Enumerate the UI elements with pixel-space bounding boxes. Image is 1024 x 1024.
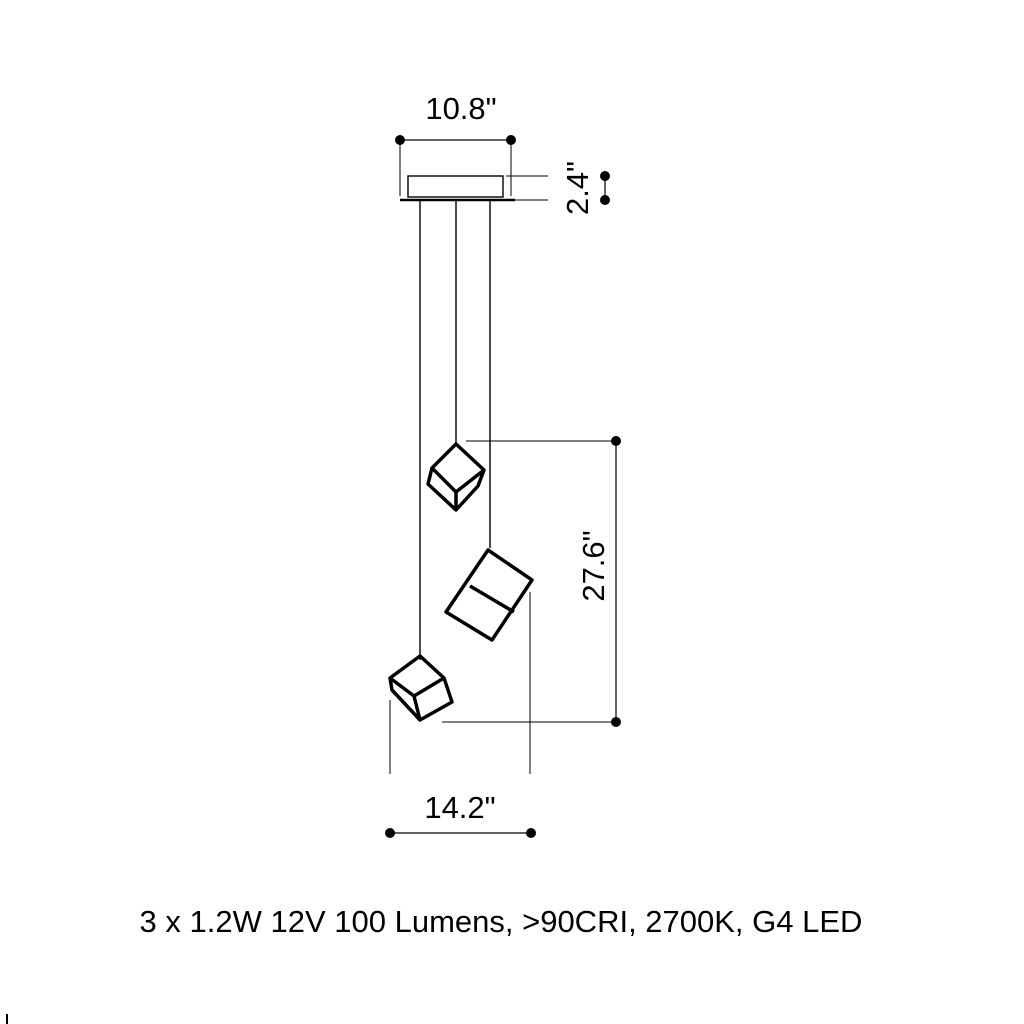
spread-width-label: 14.2": [424, 790, 495, 825]
spec-line: 3 x 1.2W 12V 100 Lumens, >90CRI, 2700K, …: [140, 904, 863, 939]
lower-cube-pendant: [388, 654, 454, 722]
canopy-width-label: 10.8": [425, 91, 496, 126]
canopy-height-label: 2.4": [560, 161, 595, 215]
suspension-cords: [419, 200, 491, 660]
middle-cube-pendant: [444, 548, 534, 642]
spread-width-dimension: 14.2": [385, 592, 536, 838]
canopy: [400, 175, 515, 202]
drop-height-dimension: 27.6": [442, 436, 621, 727]
canopy-height-dimension: 2.4": [506, 161, 610, 215]
canopy-width-dimension: 10.8": [395, 91, 516, 196]
drop-height-label: 27.6": [576, 530, 611, 601]
upper-cube-pendant: [426, 442, 486, 512]
